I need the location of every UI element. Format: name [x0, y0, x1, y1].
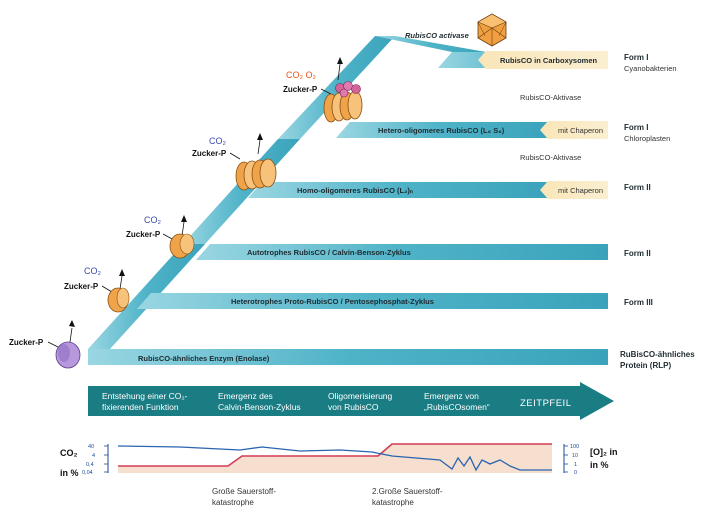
enzyme-hetero: CO₂ O₂ Zucker-P — [283, 57, 363, 123]
enzyme-rlp: Zucker-P — [9, 320, 81, 369]
timeline-step-1-l1: Emergenz des — [218, 391, 273, 401]
aktivase-note-2: RubisCO-Aktivase — [520, 153, 581, 162]
o2-line — [118, 443, 552, 467]
timeline-step-2-l2: von RubisCO — [328, 402, 379, 412]
event-1-l2: katastrophe — [372, 498, 414, 507]
o2-tick-0: 100 — [570, 444, 579, 450]
tag-label-chaperon-1: mit Chaperon — [558, 126, 603, 135]
tag-label-chaperon-2: mit Chaperon — [558, 186, 603, 195]
timeline-step-0-l2: fixierenden Funktion — [102, 402, 179, 412]
band-rlp — [88, 349, 608, 365]
aktivase-note-1: RubisCO-Aktivase — [520, 93, 581, 102]
event-0-l1: Große Sauerstoff- — [212, 487, 276, 496]
form-label-3: Form II — [624, 249, 651, 258]
enzyme-proto: CO₂ Zucker-P — [64, 266, 130, 313]
band-label-carboxysome: RubisCO in Carboxysomen — [500, 56, 598, 65]
tags — [478, 51, 608, 199]
timeline-step-0-l1: Entstehung einer CO₂- — [102, 391, 188, 401]
form-label-1: Form I — [624, 123, 648, 132]
band-label-hetero: Hetero-oligomeres RubisCO (L₈ S₈) — [378, 126, 505, 135]
trunk-1 — [88, 244, 205, 349]
enzyme-2-gas: CO₂ — [144, 215, 162, 225]
band-label-homo: Homo-oligomeres RubisCO (L₂)ₙ — [297, 186, 413, 195]
enzyme-0-substrate: Zucker-P — [9, 338, 44, 347]
band-homo — [248, 182, 548, 198]
enzyme-4-substrate: Zucker-P — [283, 85, 318, 94]
co2-tick-3: 0,04 — [82, 470, 93, 476]
event-0-l2: katastrophe — [212, 498, 254, 507]
form-sub-1: Chloroplasten — [624, 134, 670, 143]
activase-icosahedron-icon — [477, 13, 507, 47]
co2-line — [117, 445, 552, 472]
timeline-step-2-l1: Oligomerisierung — [328, 391, 393, 401]
form-label-2: Form II — [624, 183, 651, 192]
tag-chaperon-1 — [540, 121, 608, 139]
co2-tick-0: 40 — [88, 444, 94, 450]
timeline-arrow — [88, 382, 614, 420]
band-form-ii-auto — [196, 244, 608, 260]
tag-carboxysome — [478, 51, 608, 69]
band-label-hetero-proto: Heterotrophes Proto-RubisCO / Pentosepho… — [231, 297, 434, 306]
enzyme-3-gas: CO₂ — [209, 136, 227, 146]
enzyme-3-substrate: Zucker-P — [192, 149, 227, 158]
enzyme-1-substrate: Zucker-P — [64, 282, 99, 291]
timeline-label: ZEITPFEIL — [520, 398, 571, 409]
timeline-step-3-l1: Emergenz von — [424, 391, 479, 401]
o2-tick-1: 10 — [572, 453, 578, 459]
enzyme-2-substrate: Zucker-P — [126, 230, 161, 239]
band-hetero — [336, 122, 548, 138]
form-sub-5: Protein (RLP) — [620, 361, 671, 370]
atmosphere-graph — [104, 443, 568, 473]
o2-tick-3: 0 — [574, 470, 577, 476]
timeline-step-3-l2: „RubisCOsomen“ — [424, 402, 490, 412]
co2-tick-2: 0,4 — [86, 462, 94, 468]
o2-tick-2: 1 — [574, 462, 577, 468]
enzyme-4-gas: CO₂ O₂ — [286, 70, 316, 80]
timeline-step-1-l2: Calvin-Benson-Zyklus — [218, 402, 301, 412]
o2-axis-unit: in % — [590, 460, 609, 470]
trunk-top — [375, 36, 486, 52]
o2-axis-title: [O]₂ in — [590, 447, 618, 457]
band-label-auto: Autotrophes RubisCO / Calvin-Benson-Zykl… — [247, 248, 411, 257]
form-sub-0: Cyanobakterien — [624, 64, 677, 73]
band-form-iii — [137, 293, 608, 309]
co2-axis-unit: in % — [60, 468, 79, 478]
o2-area — [118, 444, 552, 473]
enzyme-1-gas: CO₂ — [84, 266, 102, 276]
co2-axis-title: CO₂ — [60, 448, 78, 458]
event-1-l1: 2.Große Sauerstoff- — [372, 487, 443, 496]
form-label-5: RuBisCO-ähnliches — [620, 350, 695, 359]
activase-label: RubisCO activase — [405, 31, 469, 40]
phylogeny-tree — [88, 36, 608, 365]
enzyme-homo: CO₂ Zucker-P — [192, 133, 277, 191]
form-label-4: Form III — [624, 298, 653, 307]
co2-tick-1: 4 — [92, 453, 95, 459]
band-label-rlp: RubisCO-ähnliches Enzym (Enolase) — [138, 354, 270, 363]
tag-chaperon-2 — [540, 181, 608, 199]
form-label-0: Form I — [624, 53, 648, 62]
enzyme-auto: CO₂ Zucker-P — [126, 215, 195, 259]
